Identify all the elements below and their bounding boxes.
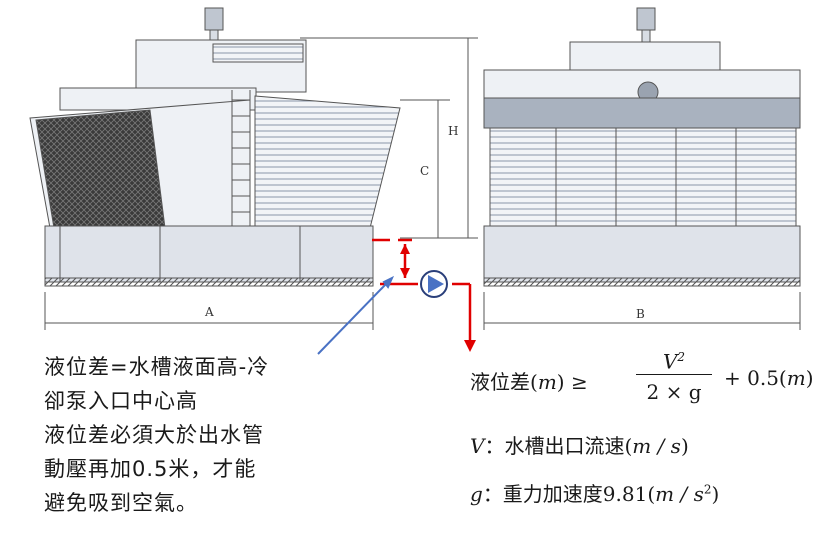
formula-v-definition: V：水槽出口流速(m / s) <box>470 430 689 459</box>
level-difference-marker <box>372 238 476 352</box>
v-unit: m / s <box>632 434 681 458</box>
dim-label-c: C <box>420 164 429 178</box>
g-close: ) <box>711 482 720 506</box>
note-line: 液位差=水槽液面高-冷 <box>44 355 270 379</box>
g-exp: 2 <box>703 482 712 497</box>
right-tower <box>483 7 801 287</box>
note-line: 卻泵入口中心高 <box>44 389 198 413</box>
v-close: ) <box>680 434 689 458</box>
formula-lhs: 液位差(m) ≥ <box>470 366 588 395</box>
formula-numerator: V2 <box>632 342 716 374</box>
formula-numerator-v: V <box>662 349 678 374</box>
note-line: 避免吸到空氣。 <box>44 491 198 515</box>
formula-lhs-unit: m <box>537 370 557 394</box>
formula-ge: ) ≥ <box>556 370 588 394</box>
dim-label-a: A <box>204 305 214 319</box>
g-unit: m / s <box>655 482 704 506</box>
note-line: 動壓再加0.5米，才能 <box>44 457 257 481</box>
pointer-arrow <box>317 275 395 355</box>
formula-fraction: V2 2 × g <box>632 342 716 407</box>
left-tower <box>29 7 401 287</box>
dim-label-b: B <box>636 307 645 321</box>
dim-label-h: H <box>448 124 458 138</box>
formula-rhs-unit: m <box>786 366 806 390</box>
g-desc: ：重力加速度9.81( <box>482 482 656 506</box>
formula-denominator: 2 × g <box>646 380 702 404</box>
formula-rhs: + 0.5(m) <box>724 366 814 390</box>
formula-lhs-text: 液位差( <box>470 370 538 394</box>
fraction-bar <box>636 374 712 375</box>
v-symbol: V <box>470 434 485 458</box>
dimension-lines <box>44 37 801 330</box>
pump-icon <box>420 270 448 298</box>
formula-g-definition: g：重力加速度9.81(m / s2) <box>470 478 719 507</box>
formula-rhs-close: ) <box>805 366 814 390</box>
g-symbol: g <box>470 482 483 506</box>
note-line: 液位差必須大於出水管 <box>44 423 264 447</box>
v-desc: ：水槽出口流速( <box>484 434 633 458</box>
level-difference-note: 液位差=水槽液面高-冷 卻泵入口中心高 液位差必須大於出水管 動壓再加0.5米，… <box>44 350 374 520</box>
formula-numerator-exp: 2 <box>677 350 686 364</box>
formula-rhs-text: + 0.5( <box>724 366 787 390</box>
